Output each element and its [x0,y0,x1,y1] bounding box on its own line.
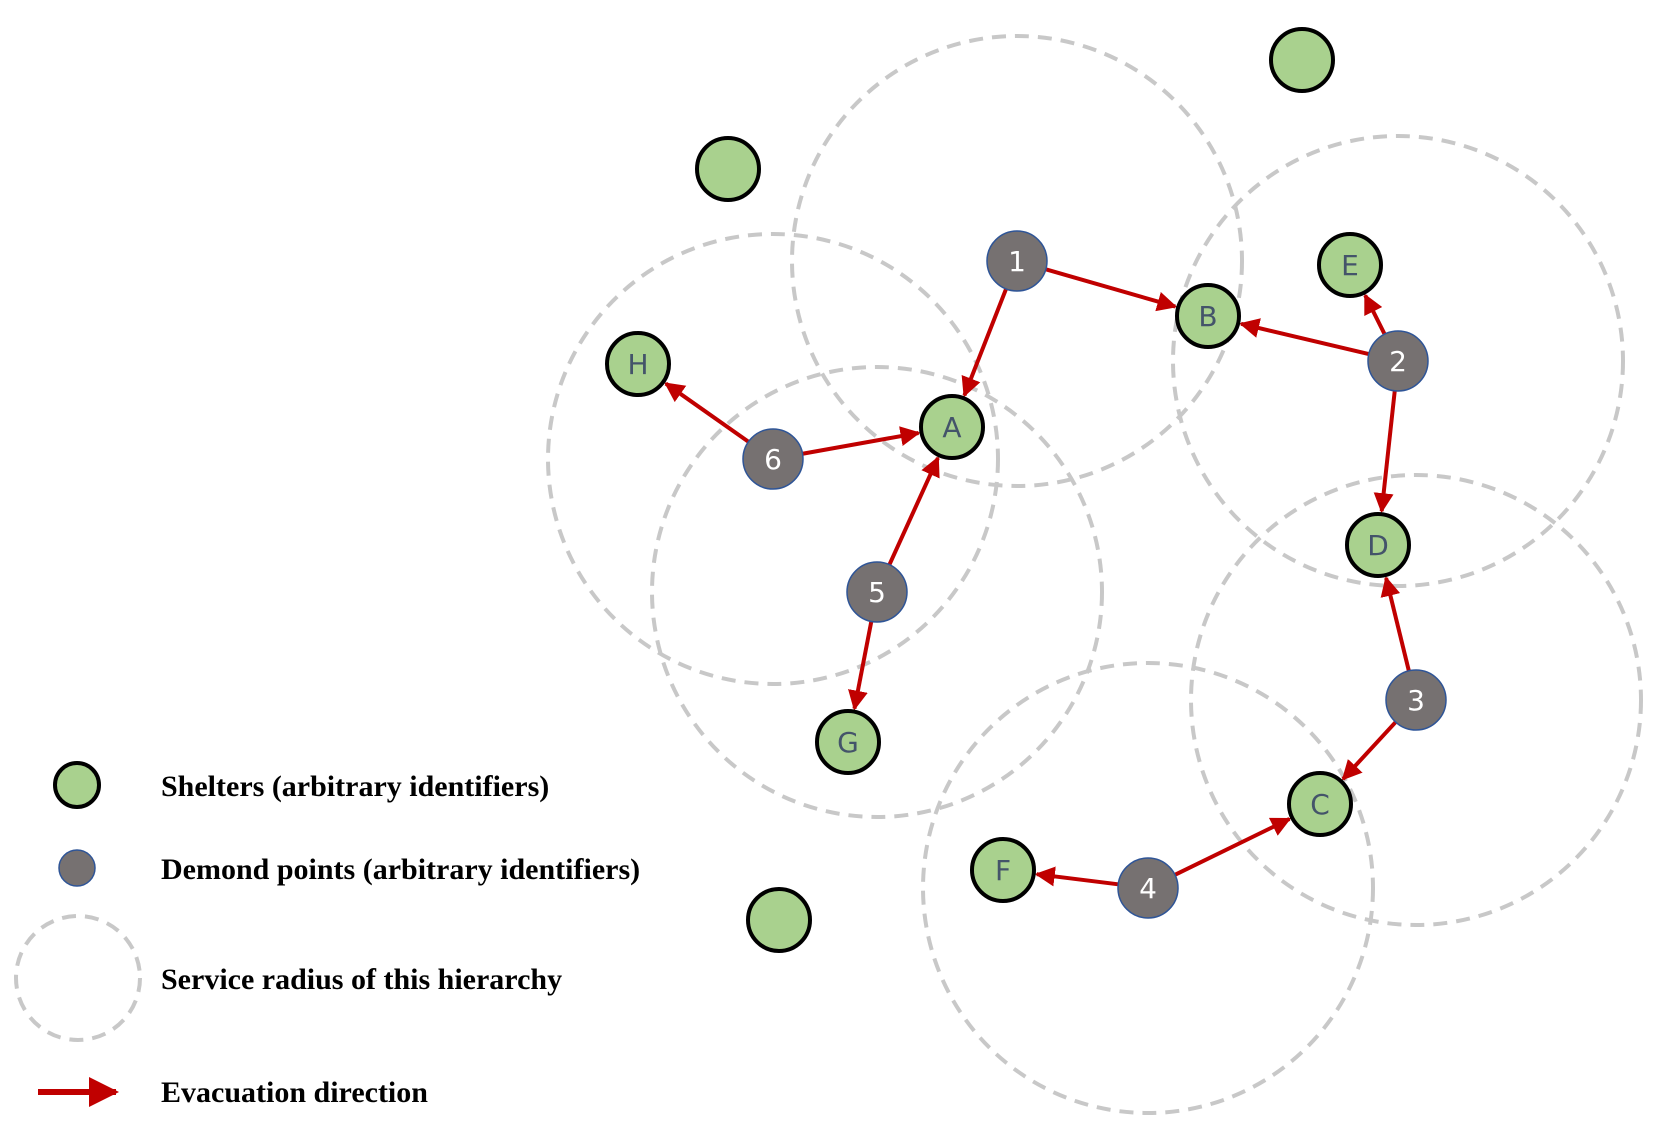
legend-demand-symbol [58,849,96,887]
evacuation-arrow-1-to-A [961,288,1008,398]
service-radius-5 [650,365,1104,819]
legend: Shelters (arbitrary identifiers) Demond … [14,761,640,1109]
shelter-label-B: B [1198,300,1217,333]
demand-label-3: 3 [1407,684,1425,717]
legend-shelters-label: Shelters (arbitrary identifiers) [161,770,549,803]
legend-shelter-symbol [53,761,101,809]
shelter-label-A: A [942,411,961,444]
shelter-node-u2 [1269,27,1335,93]
service-radius-layer [546,34,1643,1115]
shelter-node-F [970,837,1036,903]
demand-label-4: 4 [1139,872,1157,905]
evacuation-arrow-2-to-D [1373,390,1397,514]
service-radius-6 [546,232,1000,686]
service-radius-4 [921,661,1375,1115]
demand-node-1 [986,230,1048,292]
shelter-label-F: F [995,854,1011,887]
evacuation-arrow-3-to-D [1380,576,1411,672]
evacuation-arrow-5-to-G [848,621,874,711]
evacuation-arrow-1-to-B [1045,267,1178,312]
shelter-label-G: G [837,726,859,759]
legend-radius-symbol [14,914,142,1042]
service-radius-1 [790,34,1244,488]
service-radius-3 [1189,473,1643,927]
shelter-node-u3 [746,887,812,953]
demand-label-2: 2 [1389,345,1407,378]
shelter-node-H [605,331,671,397]
evacuation-arrow-3-to-C [1341,720,1398,781]
shelter-label-E: E [1341,249,1359,282]
evacuation-edge-layer [664,267,1411,887]
demand-node-4 [1117,857,1179,919]
shelter-node-u1 [695,136,761,202]
shelter-node-A [919,394,985,460]
demand-node-2 [1367,330,1429,392]
evacuation-arrow-6-to-H [664,381,750,444]
shelter-node-C [1287,771,1353,837]
demand-node-6 [742,428,804,490]
legend-demand-label: Demond points (arbitrary identifiers) [161,853,640,886]
shelter-node-E [1317,232,1383,298]
demand-label-5: 5 [868,576,886,609]
evacuation-arrow-5-to-A [887,456,940,566]
demand-node-5 [846,561,908,623]
node-layer: A B C D E F G H 1 2 3 4 5 6 [605,27,1447,953]
evacuation-arrow-6-to-A [802,426,921,456]
evacuation-arrow-2-to-E [1363,293,1387,336]
shelter-node-B [1175,283,1241,349]
shelter-label-C: C [1310,788,1330,821]
demand-node-3 [1385,669,1447,731]
legend-radius-label: Service radius of this hierarchy [161,963,562,996]
legend-evacuation-label: Evacuation direction [161,1076,428,1109]
shelter-label-D: D [1367,529,1389,562]
evacuation-arrow-4-to-C [1174,817,1292,877]
evacuation-arrow-4-to-F [1034,866,1119,887]
shelter-node-D [1345,512,1411,578]
demand-label-6: 6 [764,443,782,476]
evacuation-arrow-2-to-B [1239,318,1370,357]
shelter-node-G [815,709,881,775]
demand-label-1: 1 [1008,245,1026,278]
shelter-label-H: H [627,348,648,381]
